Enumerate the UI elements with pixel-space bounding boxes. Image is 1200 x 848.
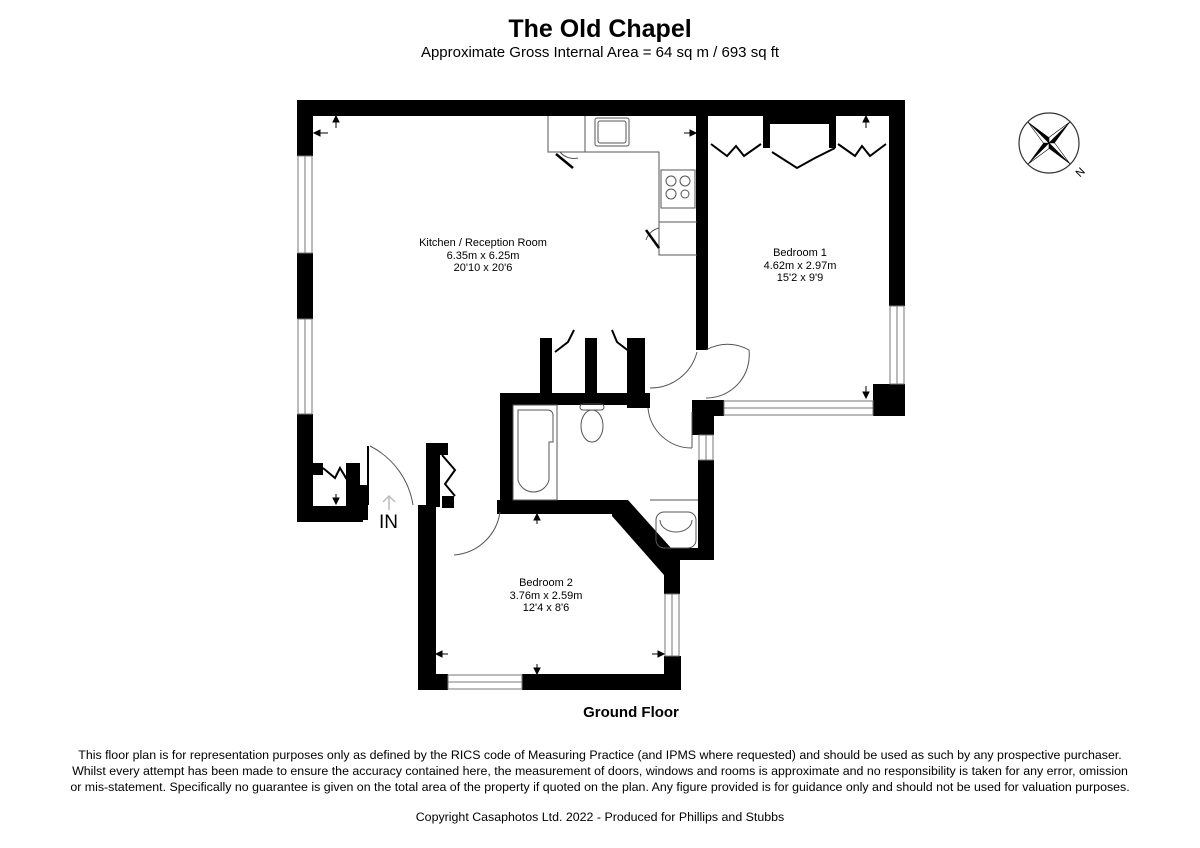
room-imperial: 20'10 x 20'6 <box>453 262 513 274</box>
room-name: Bedroom 2 <box>519 577 573 589</box>
dimension-arrows <box>312 114 870 676</box>
room-imperial: 15'2 x 9'9 <box>776 272 824 284</box>
room-imperial: 12'4 x 8'6 <box>522 602 570 614</box>
entrance-label: IN <box>379 512 398 533</box>
disclaimer-text: This floor plan is for representation pu… <box>70 748 1130 794</box>
windows <box>297 155 905 690</box>
walls <box>297 100 905 690</box>
room-metric: 4.62m x 2.97m <box>763 259 837 272</box>
kitchen-fittings <box>547 116 697 256</box>
room-metric: 6.35m x 6.25m <box>446 249 520 262</box>
floor-label: Ground Floor <box>583 704 679 721</box>
entrance-arrow-icon <box>382 494 396 510</box>
room-kitchen-reception: Kitchen / Reception Room 6.35m x 6.25m 2… <box>403 237 563 275</box>
bathroom-fittings <box>512 403 698 549</box>
doors <box>367 343 750 556</box>
copyright-text: Copyright Casaphotos Ltd. 2022 - Produce… <box>415 810 785 824</box>
wardrobe-doors <box>322 143 887 497</box>
page-title: The Old Chapel <box>508 15 692 43</box>
area-subtitle: Approximate Gross Internal Area = 64 sq … <box>420 44 780 61</box>
room-bedroom-2: Bedroom 2 3.76m x 2.59m 12'4 x 8'6 <box>466 577 626 615</box>
compass-rose-icon: N <box>1018 112 1088 180</box>
compass-north-label: N <box>1074 166 1088 180</box>
room-name: Kitchen / Reception Room <box>419 237 547 249</box>
room-metric: 3.76m x 2.59m <box>509 589 583 602</box>
room-bedroom-1: Bedroom 1 4.62m x 2.97m 15'2 x 9'9 <box>720 247 880 285</box>
room-name: Bedroom 1 <box>773 247 827 259</box>
